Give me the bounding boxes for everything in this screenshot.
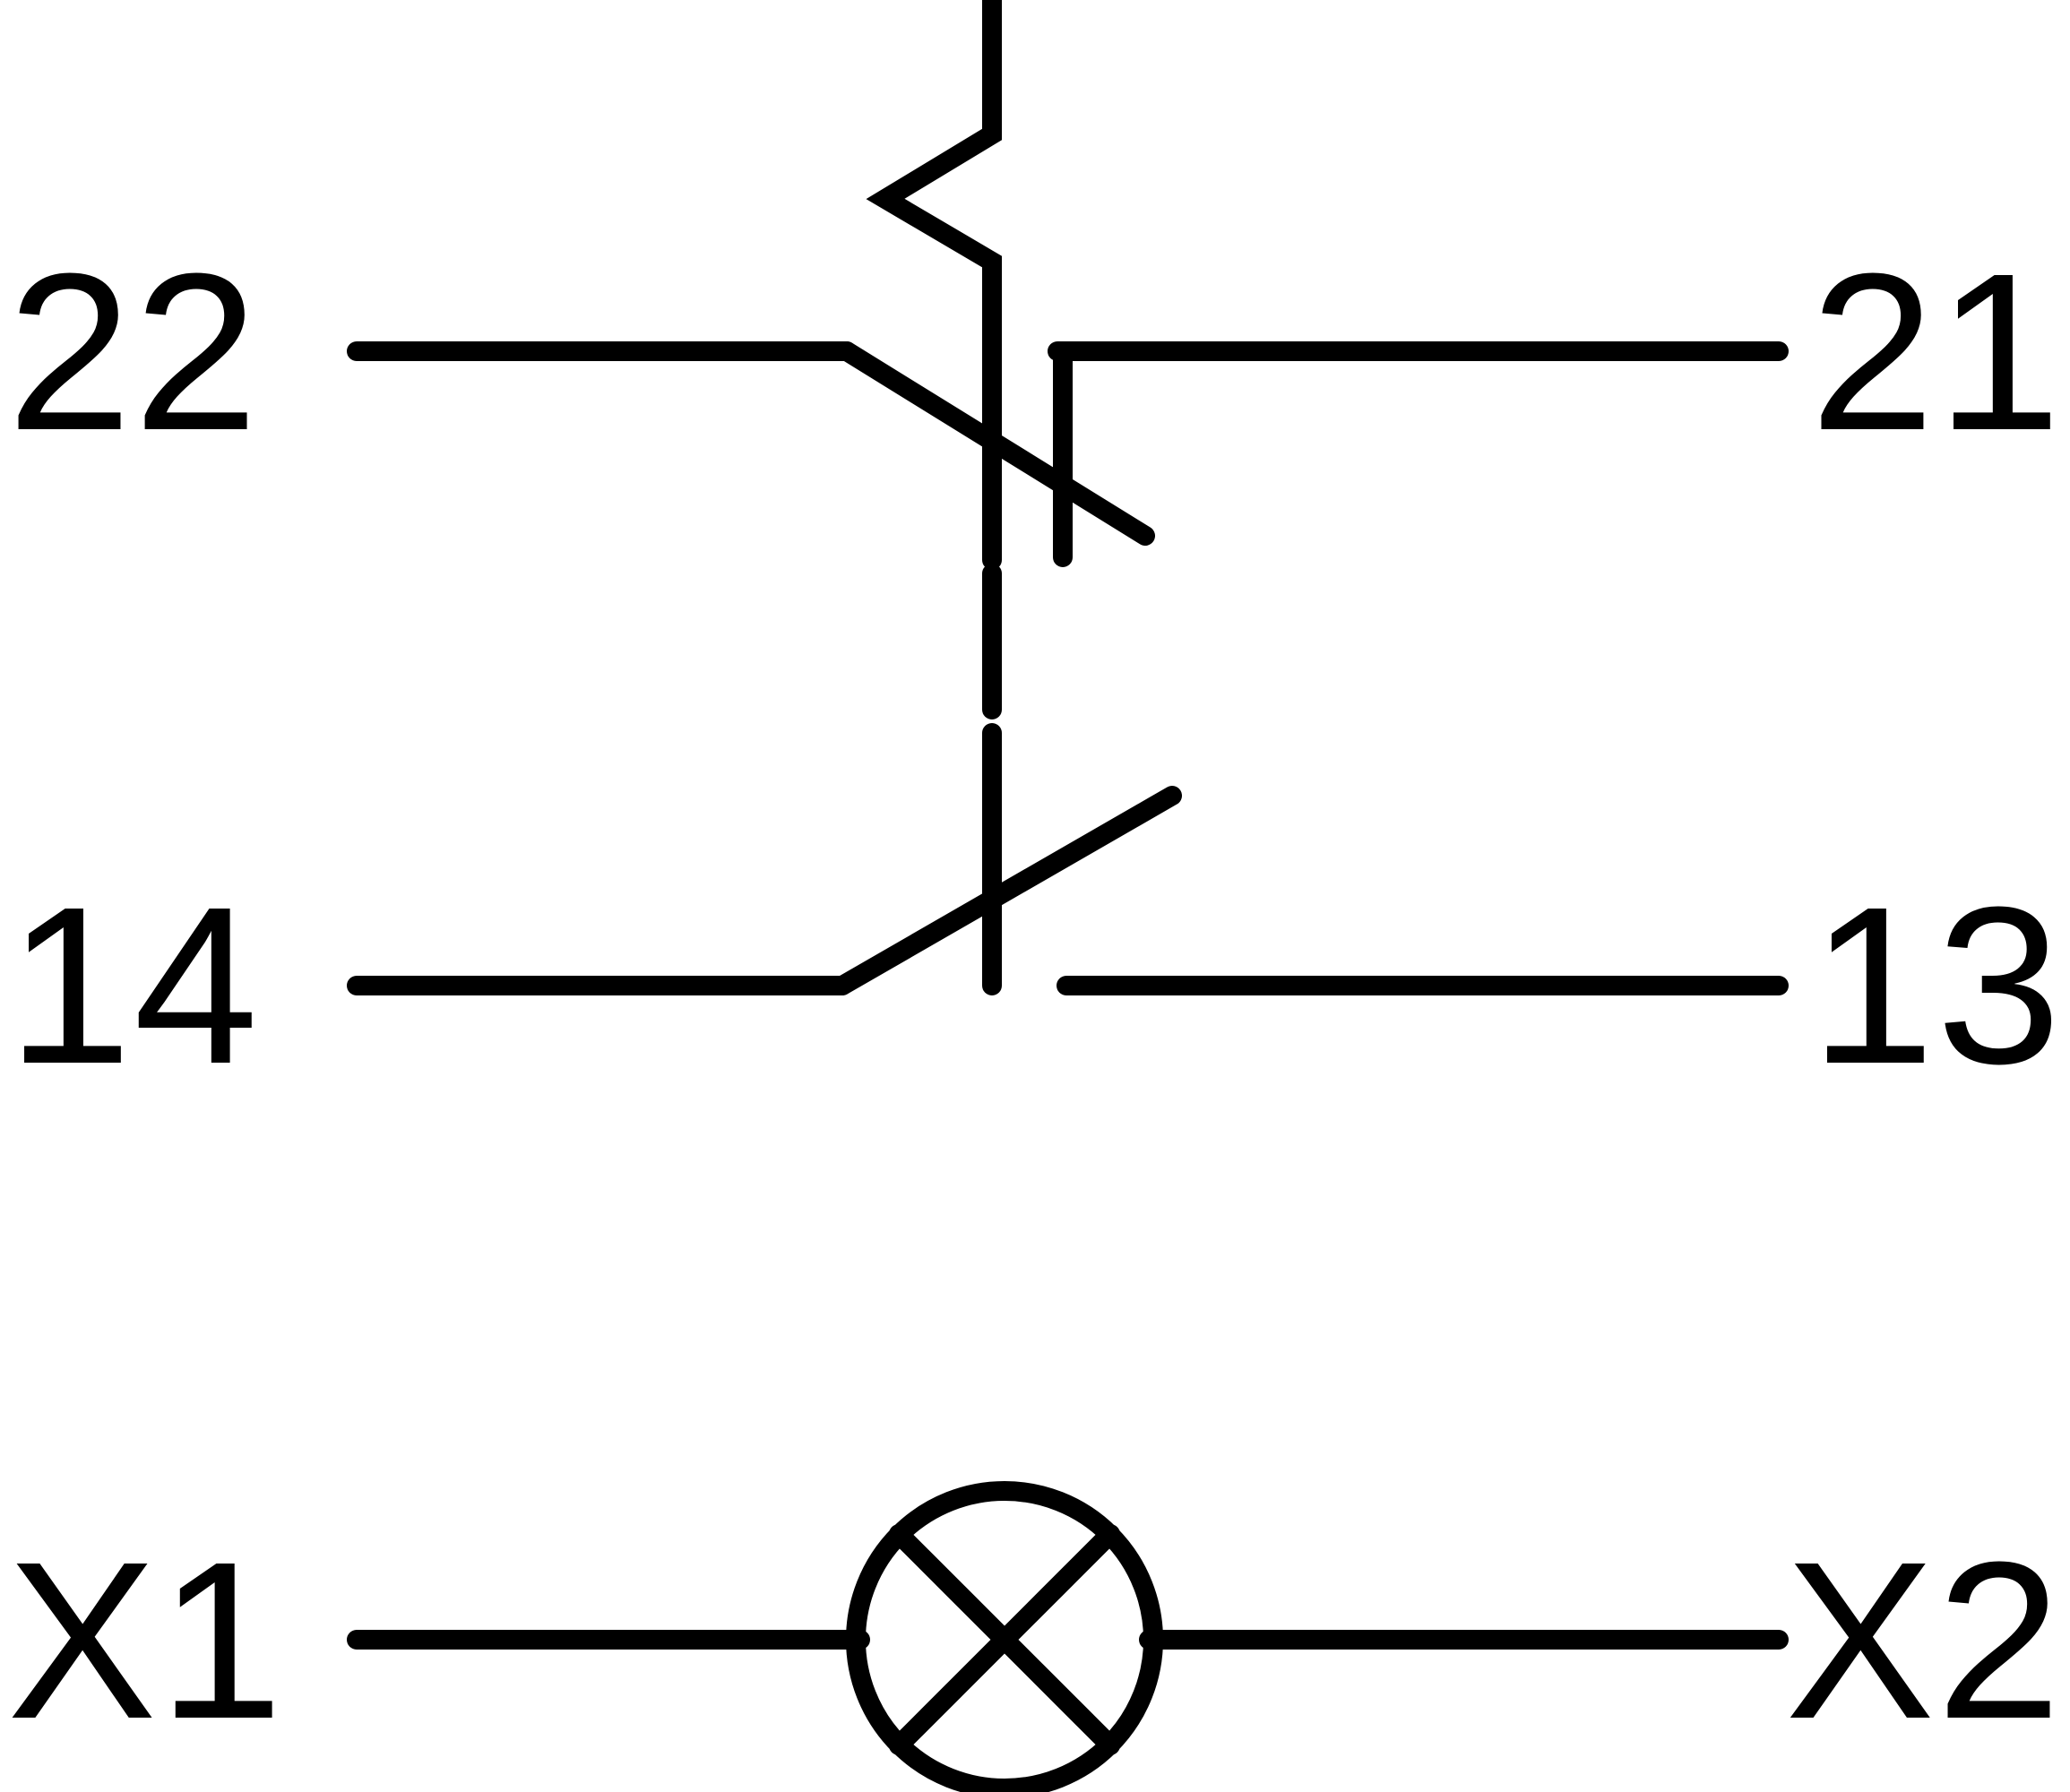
terminal-label-x1: X1 xyxy=(7,1515,285,1765)
terminal-label-21: 21 xyxy=(1809,227,2063,477)
terminal-label-22: 22 xyxy=(7,227,261,477)
lamp-cross-stroke-b xyxy=(889,1524,1120,1755)
normally-open-contact-group xyxy=(347,786,1789,995)
terminal-label-14: 14 xyxy=(7,860,261,1110)
thermal-overload-icon xyxy=(866,0,1002,319)
no-contact-blade xyxy=(832,786,1182,995)
normally-closed-contact-group xyxy=(347,289,1789,570)
indicator-lamp-group xyxy=(347,1481,1789,1792)
terminal-label-13: 13 xyxy=(1809,860,2063,1110)
zigzag-path xyxy=(866,0,1002,319)
terminal-label-x2: X2 xyxy=(1785,1515,2063,1765)
